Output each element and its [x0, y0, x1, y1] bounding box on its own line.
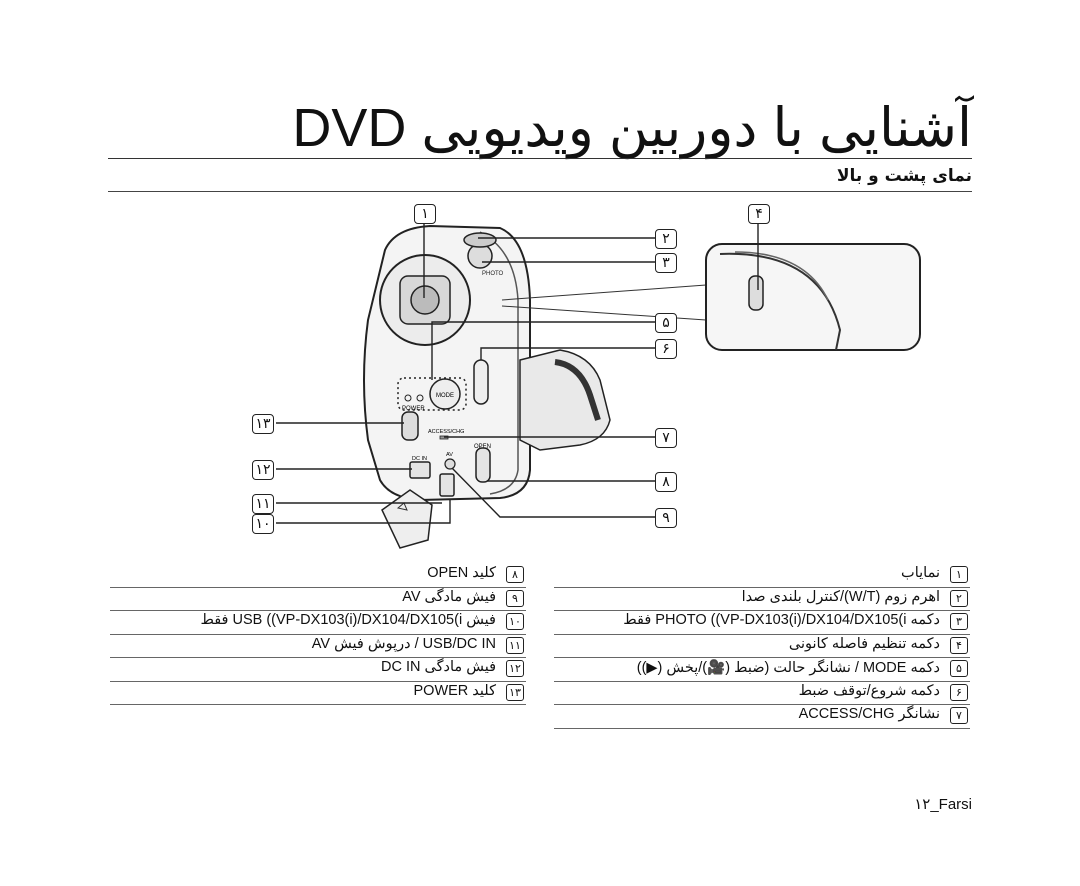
open-label: OPEN	[474, 444, 491, 450]
callout-5: ۵	[655, 313, 677, 333]
mode-button	[429, 378, 461, 410]
record-button	[473, 359, 489, 405]
focus-inset	[705, 243, 921, 351]
open-switch	[475, 447, 491, 483]
callout-11: ١١	[252, 494, 274, 514]
focus-switch	[748, 275, 764, 311]
callout-1: ١	[414, 204, 436, 224]
dcin-label: DC IN	[412, 456, 427, 462]
callout-3: ٣	[655, 253, 677, 273]
page-footer: ١٢_Farsi	[914, 796, 972, 813]
av-jack	[444, 458, 456, 470]
page-title: آشنایی با دوربین ویدیویی DVD	[292, 98, 972, 158]
power-label: POWER	[402, 406, 425, 412]
dc-in-jack	[409, 461, 431, 479]
callout-8: ٨	[655, 472, 677, 492]
av-label: AV	[446, 452, 453, 458]
callout-10: ١٠	[252, 514, 274, 534]
usb-port	[439, 473, 455, 497]
callout-9: ٩	[655, 508, 677, 528]
callout-13: ١٣	[252, 414, 274, 434]
callout-6: ۶	[655, 339, 677, 359]
subtitle-rule	[108, 191, 972, 192]
callout-2: ٢	[655, 229, 677, 249]
callout-12: ١٢	[252, 460, 274, 480]
callout-7: ٧	[655, 428, 677, 448]
title-rule	[108, 158, 972, 159]
hand-strap	[519, 349, 611, 451]
mode-label: MODE	[436, 393, 454, 399]
callout-4: ۴	[748, 204, 770, 224]
access-label: ACCESS/CHG	[428, 429, 464, 435]
section-subtitle: نمای پشت و بالا	[836, 166, 972, 186]
power-switch	[401, 411, 419, 441]
photo-label: PHOTO	[482, 271, 504, 277]
